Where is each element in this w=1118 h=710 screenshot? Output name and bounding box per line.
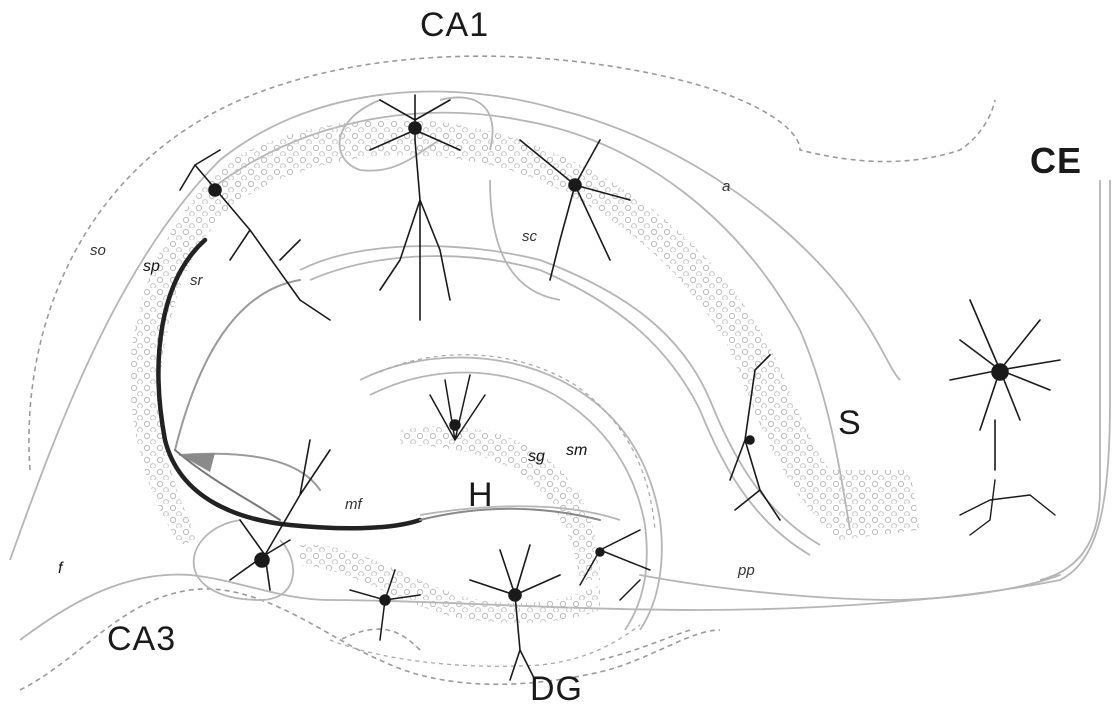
schaffer-collateral xyxy=(175,280,300,450)
neuron-ce-upper xyxy=(950,300,1060,470)
layer-label-a: a xyxy=(722,178,730,195)
layer-label-so: so xyxy=(90,242,106,259)
cell-layers xyxy=(130,120,920,623)
neurons xyxy=(180,95,1060,680)
layer-label-f: f xyxy=(58,560,62,578)
region-label-dg: DG xyxy=(530,670,583,709)
layer-label-mf: mf xyxy=(345,496,362,513)
layer-label-pp: pp xyxy=(738,562,755,579)
layer-label-sm: sm xyxy=(566,442,587,460)
perforant-path xyxy=(640,575,1060,600)
highlight-patch xyxy=(180,453,215,472)
region-label-ca3: CA3 xyxy=(107,620,176,659)
region-label-s: S xyxy=(838,404,862,443)
layer-label-sc: sc xyxy=(522,228,537,245)
granule-cell-layer-lower xyxy=(300,545,600,623)
layer-label-sp: sp xyxy=(143,258,160,276)
region-label-h: H xyxy=(468,476,494,515)
layer-label-sr: sr xyxy=(190,272,203,289)
region-label-ca1: CA1 xyxy=(420,6,489,45)
region-label-ce: CE xyxy=(1030,140,1082,182)
neuron-ce-lower xyxy=(960,480,1055,535)
layer-label-sg: sg xyxy=(528,448,545,466)
